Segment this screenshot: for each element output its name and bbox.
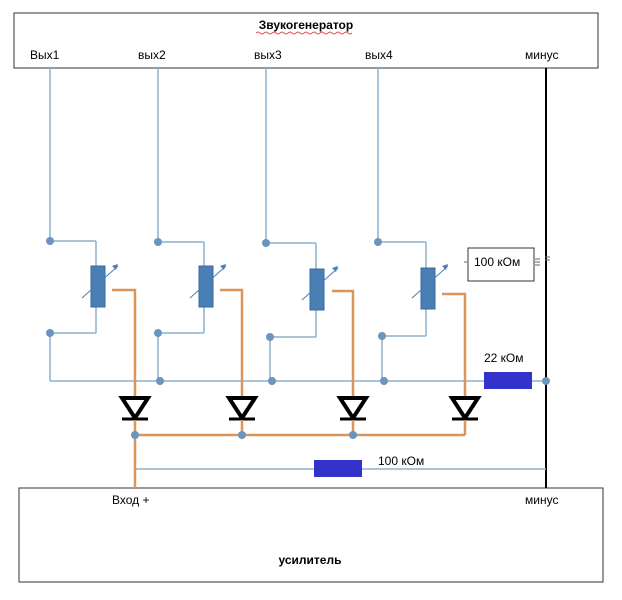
node	[46, 329, 54, 337]
node	[542, 377, 550, 385]
potentiometer-group-3	[262, 239, 339, 381]
diode-1	[118, 396, 152, 422]
output-label-1: Вых1	[30, 48, 60, 62]
output-label-4: вых4	[365, 48, 393, 62]
resistor-100k-bottom-label: 100 кОм	[378, 454, 424, 468]
diode-3	[336, 396, 370, 422]
node	[378, 332, 386, 340]
node	[131, 431, 139, 439]
resistor-100k-bottom	[314, 460, 362, 477]
amplifier-input-label: Вход +	[112, 493, 150, 507]
potentiometer-group-1	[46, 237, 119, 381]
generator-title: Звукогенератор	[259, 18, 353, 32]
potentiometer-1	[90, 265, 106, 308]
resistor-22k-label: 22 кОм	[484, 351, 524, 365]
equals-marks	[535, 256, 550, 266]
output-label-3: вых3	[254, 48, 282, 62]
spellcheck-underline	[255, 31, 353, 35]
wiper-wire-4	[442, 292, 467, 398]
resistor-100k-box-label: 100 кОм	[474, 255, 520, 269]
node	[268, 377, 276, 385]
output-label-2: вых2	[138, 48, 166, 62]
node	[262, 239, 270, 247]
potentiometer-group-2	[154, 238, 227, 381]
amplifier-box	[18, 487, 604, 583]
diode-4	[448, 396, 482, 422]
wiper-wire-2	[220, 288, 244, 398]
node	[266, 333, 274, 341]
generator-minus-label: минус	[525, 48, 558, 62]
potentiometer-group-4	[374, 238, 449, 381]
node	[380, 377, 388, 385]
potentiometer-3	[309, 268, 325, 311]
diode-2	[225, 396, 259, 422]
amplifier-minus-label: минус	[525, 493, 558, 507]
resistor-22k	[484, 372, 532, 389]
node	[349, 431, 357, 439]
node	[46, 237, 54, 245]
node	[154, 238, 162, 246]
node	[238, 431, 246, 439]
potentiometer-2	[198, 265, 214, 308]
wiper-wire-1	[112, 288, 137, 398]
amplifier-title: усилитель	[279, 553, 342, 567]
node	[374, 238, 382, 246]
wiper-wire-3	[332, 289, 355, 398]
potentiometer-4	[420, 267, 436, 310]
generator-box	[13, 12, 599, 69]
node	[154, 329, 162, 337]
node	[156, 377, 164, 385]
resistor-100k-label-box	[467, 247, 535, 282]
